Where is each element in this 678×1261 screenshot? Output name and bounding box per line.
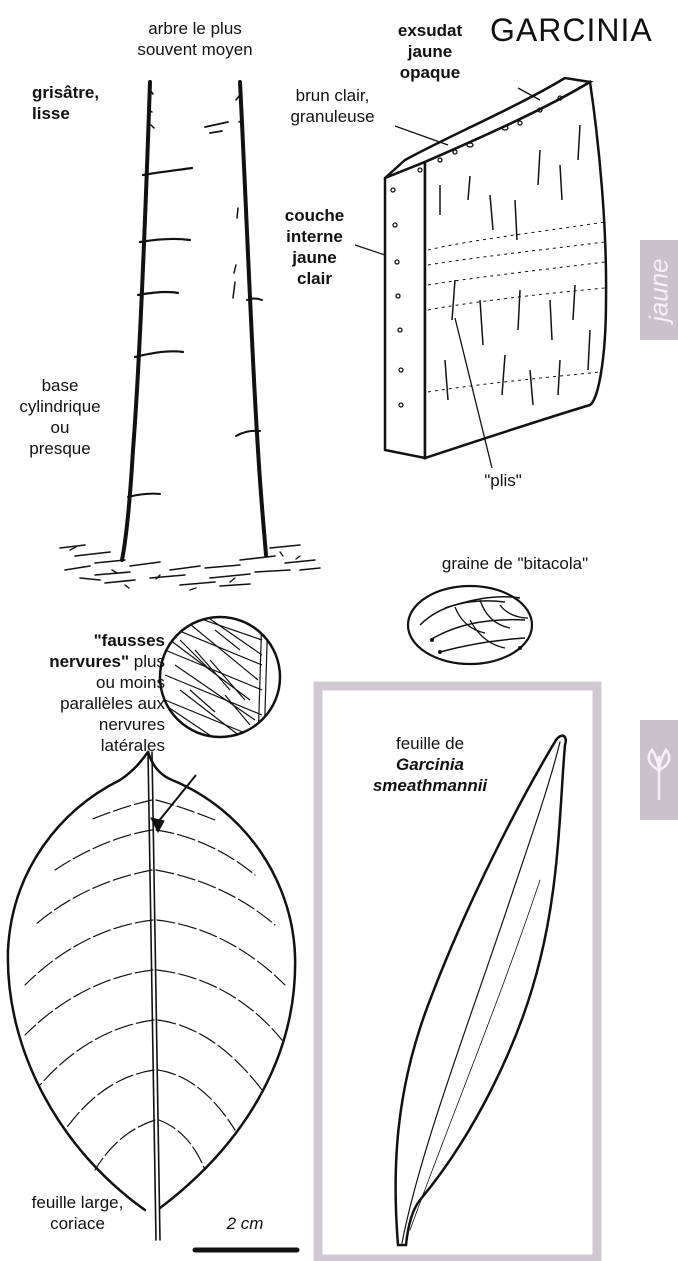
- side-tab-label: jaune: [640, 240, 678, 340]
- leaf-large-label: feuille large,coriace: [0, 1192, 155, 1234]
- vein-detail-circle: [151, 610, 280, 832]
- outer-bark-label: brun clair,granuleuse: [270, 85, 395, 127]
- small-leaf-drawing: [396, 736, 566, 1245]
- page-title: GARCINIA: [490, 12, 653, 48]
- large-leaf-drawing: [8, 752, 297, 1250]
- plis-label: "plis": [468, 470, 538, 491]
- scale-bar-label: 2 cm: [205, 1213, 285, 1234]
- bark-color-label: grisâtre,lisse: [32, 82, 117, 124]
- seed-label: graine de "bitacola": [395, 553, 635, 574]
- trunk-drawing: [60, 82, 320, 590]
- seed-drawing: [408, 586, 532, 664]
- bark-block-drawing: [355, 78, 606, 468]
- leaf-small-label: feuille de Garcinia smeathmannii: [360, 733, 500, 796]
